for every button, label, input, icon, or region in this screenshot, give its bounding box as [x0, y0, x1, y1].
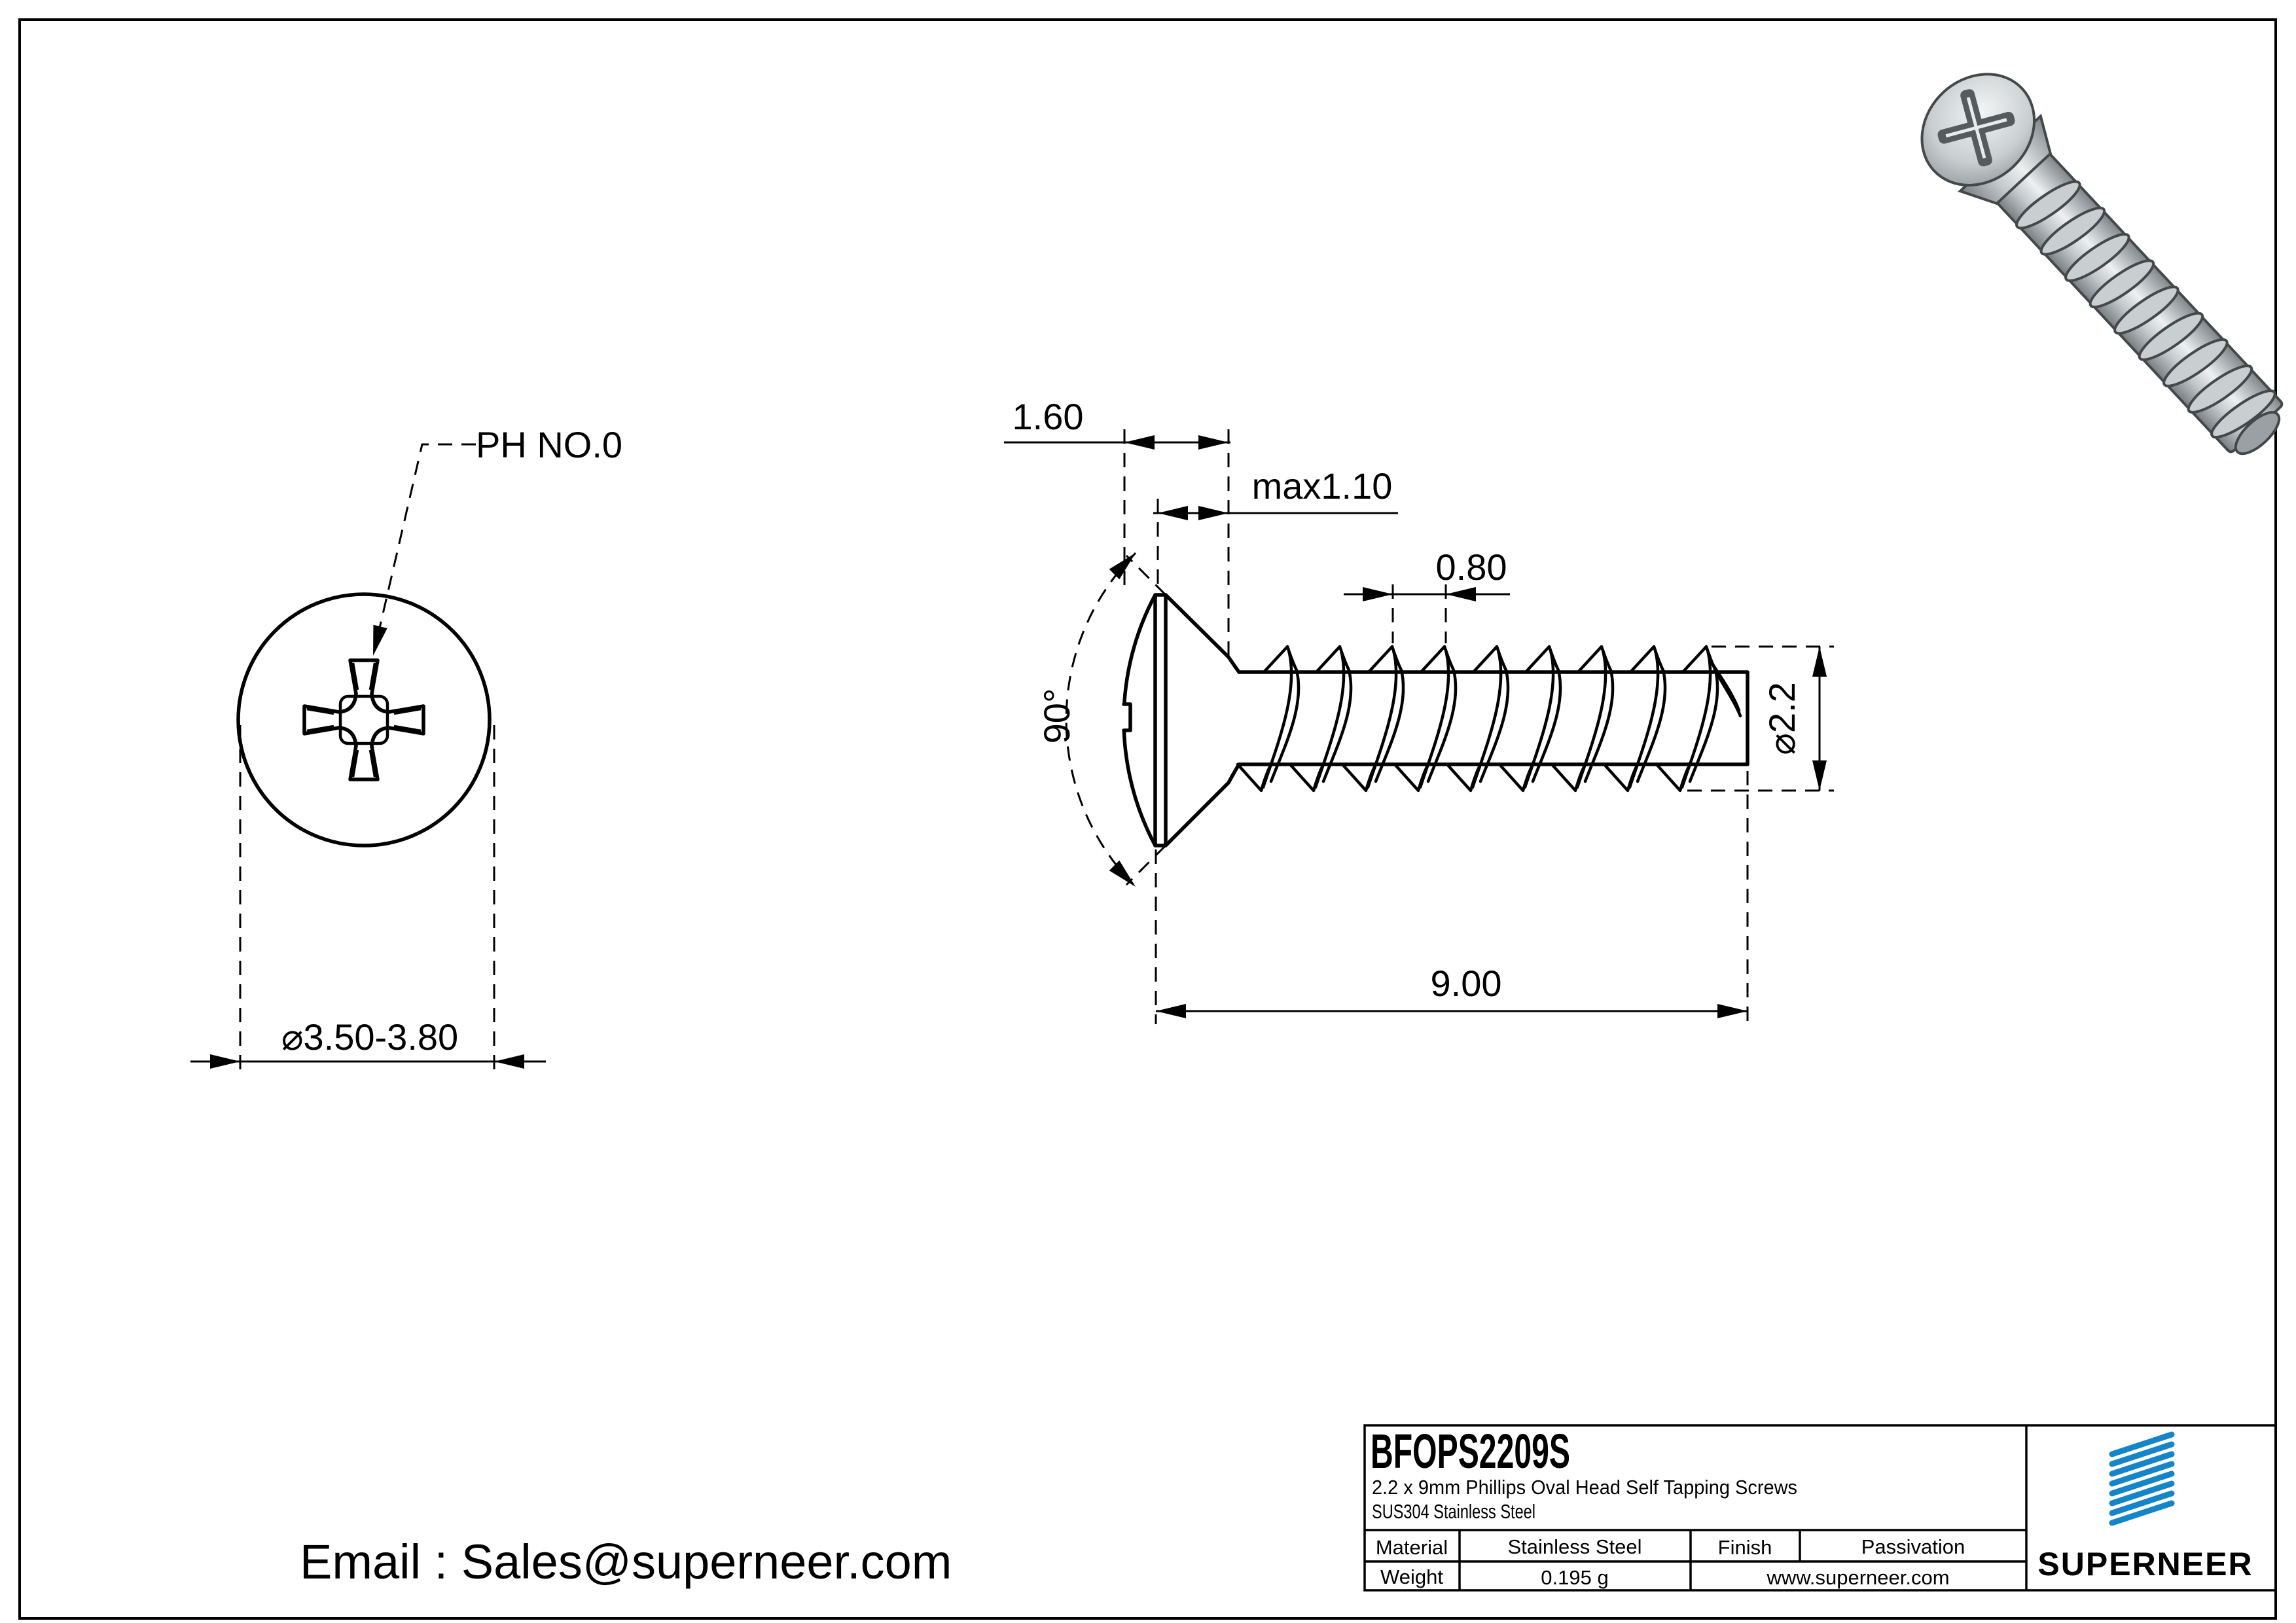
- description-line1: 2.2 x 9mm Phillips Oval Head Self Tappin…: [1372, 1476, 1797, 1499]
- screw-length-dimension: 9.00: [1431, 963, 1502, 1004]
- phillips-size-callout: PH NO.0: [476, 424, 622, 465]
- superneer-stripes-logo-icon: [2109, 1431, 2175, 1526]
- head-angle-dimension: 90°: [1036, 688, 1077, 744]
- extension-lines: [239, 725, 495, 1079]
- part-number: BFOPS2209S: [1371, 1424, 1570, 1478]
- head-outline-circle: [236, 592, 492, 847]
- contact-email: Email : Sales@superneer.com: [300, 1535, 952, 1589]
- countersink-depth-dimension: max1.10: [1252, 465, 1393, 507]
- callout-leader: [373, 443, 476, 651]
- finish-value: Passivation: [1861, 1535, 1965, 1558]
- weight-label: Weight: [1380, 1565, 1443, 1588]
- material-value: Stainless Steel: [1507, 1535, 1641, 1558]
- recess-notch: [1122, 702, 1132, 732]
- screw-tip-3d: [2234, 411, 2281, 455]
- description-line2: SUS304 Stainless Steel: [1372, 1500, 1535, 1523]
- angle-arc: [1065, 552, 1137, 888]
- finish-label: Finish: [1718, 1536, 1772, 1559]
- drawing-frame: [18, 18, 2277, 1620]
- 3d-screw-render: [1920, 73, 2284, 455]
- phillips-cross-3d-icon: [1937, 89, 2015, 167]
- weight-value: 0.195 g: [1541, 1566, 1608, 1589]
- thread-diameter-dimension: ⌀2.2: [1761, 682, 1803, 755]
- website-link[interactable]: www.superneer.com: [1766, 1566, 1949, 1589]
- brand-name: SUPERNEER: [2037, 1546, 2253, 1582]
- head-diameter-dimension: ⌀3.50-3.80: [281, 1016, 458, 1058]
- head-height-dimension: 1.60: [1013, 396, 1084, 437]
- side-view-screw: 1.60 max1.10 0.80 90° ⌀2.2 9.00: [1004, 396, 1834, 1024]
- thread-pitch-dimension: 0.80: [1436, 546, 1507, 588]
- left-view-head-top: PH NO.0 ⌀3.50-3.80: [190, 424, 622, 1079]
- thread-profile: [1238, 647, 1742, 791]
- head-cap-face: [1153, 593, 1168, 847]
- title-block: BFOPS2209S 2.2 x 9mm Phillips Oval Head …: [1363, 1424, 2277, 1592]
- phillips-recess-icon: [302, 658, 425, 781]
- thread-runout: [1708, 658, 1742, 718]
- material-label: Material: [1376, 1536, 1448, 1559]
